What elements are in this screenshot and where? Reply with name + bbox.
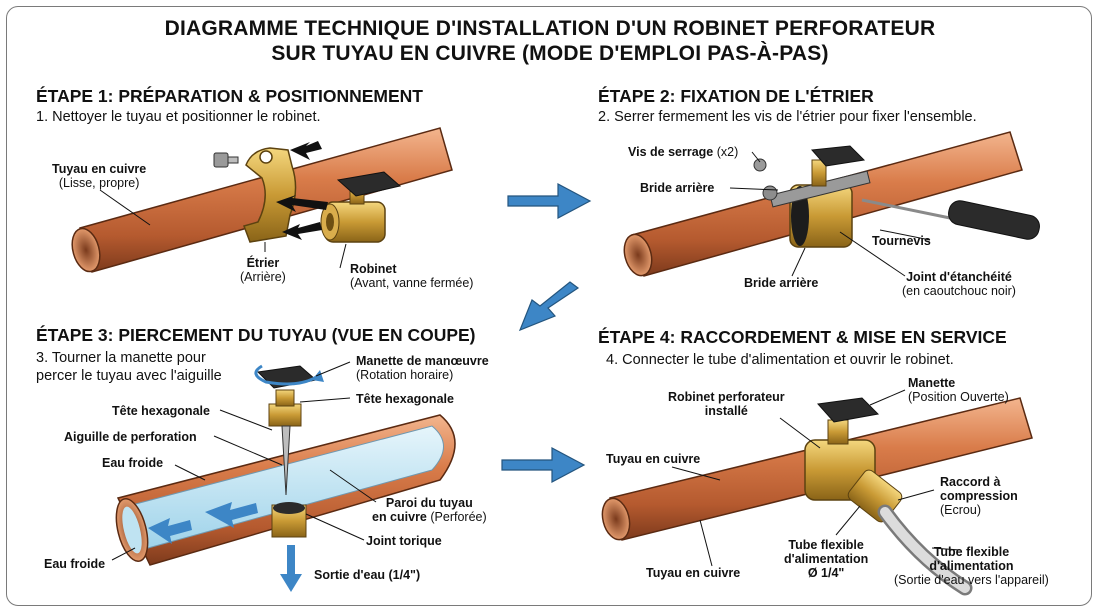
step3-outlet-arrow — [280, 545, 302, 592]
step3-needle-label: Aiguille de perforation — [64, 430, 197, 444]
step3-subtitle-line-1: 3. Tourner la manette pour — [36, 350, 206, 366]
step4-title: ÉTAPE 4: RACCORDEMENT & MISE EN SERVICE — [598, 327, 1007, 347]
step3-hex-head-left-label: Tête hexagonale — [112, 404, 210, 418]
step2-illustration — [623, 131, 1040, 277]
title-line-1: DIAGRAMME TECHNIQUE D'INSTALLATION D'UN … — [164, 17, 936, 40]
step1-clamp-label: Étrier (Arrière) — [240, 256, 286, 284]
title-line-2: SUR TUYAU EN CUIVRE (MODE D'EMPLOI PAS-À… — [271, 42, 829, 65]
step3-water-arrows — [148, 502, 258, 544]
step4-illustration — [601, 389, 1033, 596]
step3-subtitle-line-2: percer le tuyau avec l'aiguille — [36, 368, 222, 384]
step1-valve — [320, 171, 402, 243]
step3-cold-water-bottom-label: Eau froide — [44, 557, 106, 571]
step2-rear-flange-bottom-label: Bride arrière — [744, 276, 819, 290]
diagram-title: DIAGRAMME TECHNIQUE D'INSTALLATION D'UN … — [0, 16, 1100, 66]
step3-o-ring-label: Joint torique — [366, 534, 442, 548]
step3-cold-water-top-label: Eau froide — [102, 456, 164, 470]
step1-title: ÉTAPE 1: PRÉPARATION & POSITIONNEMENT — [36, 86, 423, 106]
step1-pipe-label: Tuyau en cuivre (Lisse, propre) — [52, 162, 147, 190]
step2-title: ÉTAPE 2: FIXATION DE L'ÉTRIER — [598, 86, 874, 106]
step3-handle-label: Manette de manœuvre (Rotation horaire) — [356, 354, 489, 382]
step2-screwdriver — [861, 198, 1040, 240]
step4-tube-left-label: Tube flexible d'alimentation Ø 1/4" — [784, 538, 869, 580]
step3-title: ÉTAPE 3: PIERCEMENT DU TUYAU (VUE EN COU… — [36, 325, 476, 345]
step2-subtitle: 2. Serrer fermement les vis de l'étrier … — [598, 109, 977, 125]
step4-pipe-bottom-label: Tuyau en cuivre — [646, 566, 741, 580]
step2-loose-screw — [753, 158, 767, 172]
step2-screwdriver-label: Tournevis — [872, 234, 931, 248]
step1-screw — [213, 152, 239, 168]
step2-rear-flange-top-label: Bride arrière — [640, 181, 715, 195]
step1-illustration — [71, 127, 453, 273]
step1-subtitle: 1. Nettoyer le tuyau et positionner le r… — [36, 109, 321, 125]
step4-pipe-top-label: Tuyau en cuivre — [606, 452, 701, 466]
flow-arrow-step3-to-step4 — [501, 447, 586, 483]
step2-screws-label: Vis de serrage (x2) — [628, 145, 739, 159]
flow-arrow-step1-to-step2 — [507, 183, 592, 219]
step3-rotation-arrow — [254, 364, 324, 386]
step4-flexible-tube — [877, 504, 973, 596]
step2-seal-label: Joint d'étanchéité (en caoutchouc noir) — [902, 270, 1016, 298]
step3-outlet-label: Sortie d'eau (1/4") — [314, 568, 421, 582]
flow-arrow-step2-to-step3 — [518, 281, 580, 332]
step2-clamp-assembly — [762, 145, 871, 248]
step3-hex-head-right-label: Tête hexagonale — [356, 392, 454, 406]
step4-leader-lines — [671, 389, 961, 567]
step4-installed-valve-label: Robinet perforateur installé — [668, 390, 785, 418]
step4-subtitle: 4. Connecter le tube d'alimentation et o… — [606, 352, 954, 368]
step4-handle-label: Manette (Position Ouverte) — [908, 376, 1009, 404]
step1-valve-label: Robinet (Avant, vanne fermée) — [350, 262, 474, 290]
step3-leader-lines — [111, 361, 377, 561]
step4-tube-right-label: Tube flexible d'alimentation (Sortie d'e… — [894, 545, 1049, 587]
step2-leader-lines — [729, 151, 931, 277]
step1-push-arrows — [276, 141, 328, 240]
step1-leader-lines — [99, 189, 347, 269]
step4-fitting-label: Raccord à compression (Ecrou) — [940, 475, 1018, 517]
step3-wall-label: Paroi du tuyau en cuivre (Perforée) — [372, 496, 487, 524]
step3-illustration — [111, 361, 456, 592]
